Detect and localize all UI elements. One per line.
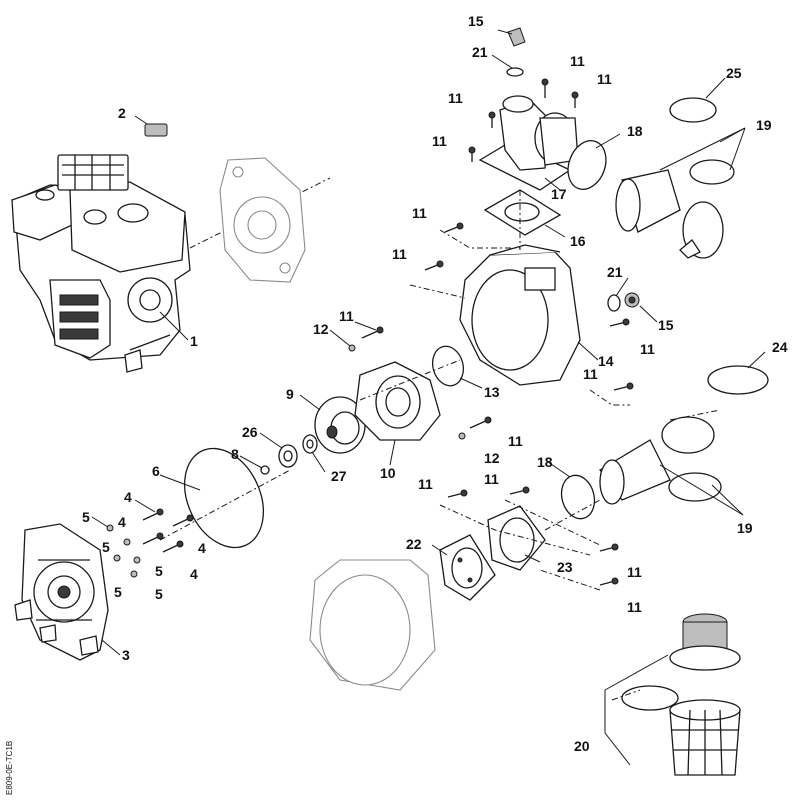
engine-assembly — [11, 154, 191, 373]
callout-11: 11 — [640, 341, 655, 357]
check-valve-22 — [439, 534, 496, 601]
suction-flange-23 — [487, 505, 546, 571]
callout-11: 15 — [468, 13, 484, 29]
callout-4: 4 — [124, 489, 132, 505]
callout-23: 23 — [557, 559, 573, 575]
callout-19: 19 — [756, 117, 772, 133]
callout-24: 24 — [772, 339, 788, 355]
pump-body-outline — [309, 559, 436, 691]
o-ring-8 — [260, 465, 270, 475]
callout-11: 11 — [432, 133, 447, 149]
cap-15-top — [507, 27, 526, 47]
callout-11: 11 — [448, 90, 463, 106]
callout-5: 5 — [114, 584, 122, 600]
callout-22: 22 — [406, 536, 422, 552]
assembly-dashed-lines — [159, 190, 721, 701]
seal-ring-27 — [302, 434, 318, 454]
callout-20: 20 — [574, 738, 590, 754]
callout-4: 4 — [198, 540, 206, 556]
drain-plug-15-side — [624, 292, 640, 308]
callout-11: 11 — [484, 471, 499, 487]
o-ring-6 — [184, 447, 264, 549]
callout-5: 5 — [102, 539, 110, 555]
callout-12: 12 — [484, 450, 500, 466]
callout-5: 5 — [155, 563, 163, 579]
callout-16: 16 — [570, 233, 586, 249]
pump-cover-housing — [14, 523, 109, 661]
hose-clamp-20 — [621, 685, 679, 711]
callout-4: 4 — [118, 514, 126, 530]
mechanical-seal-26 — [278, 444, 298, 468]
callout-11: 11 — [339, 308, 354, 324]
flange-bolts — [447, 486, 619, 586]
callout-19: 19 — [737, 520, 753, 536]
callout-11: 11 — [392, 246, 407, 262]
callout-21: 21 — [472, 44, 488, 60]
callout-11: 11 — [412, 205, 427, 221]
o-ring-13 — [431, 345, 465, 387]
hose-fitting-19-top — [615, 169, 724, 259]
gasket-16 — [483, 189, 562, 236]
washer-21-side — [607, 294, 621, 312]
washers-5 — [106, 524, 141, 578]
impeller-9 — [314, 396, 366, 454]
callout-26: 26 — [242, 424, 258, 440]
callout-11: 11 — [570, 53, 585, 69]
callout-11: 11 — [597, 71, 612, 87]
volute-case-10 — [354, 361, 441, 441]
callout-15: 15 — [658, 317, 674, 333]
callout-18: 18 — [537, 454, 553, 470]
callout-3: 3 — [122, 647, 130, 663]
callout-11: 11 — [627, 564, 642, 580]
mounting-flange-outline — [219, 157, 306, 283]
hose-clamp-19-top — [689, 159, 735, 185]
callout-5: 5 — [82, 509, 90, 525]
callout-11: 11 — [418, 476, 433, 492]
washer-21-top — [506, 67, 524, 77]
callout-25: 25 — [726, 65, 742, 81]
callout-17: 17 — [551, 186, 567, 202]
callout-numbers: 1 2 3 4 4 4 4 5 5 5 5 5 6 8 9 10 15 11 1… — [82, 13, 788, 754]
callout-13: 13 — [484, 384, 500, 400]
leader-lines — [91, 29, 766, 766]
callout-11: 11 — [627, 599, 642, 615]
pump-casing-14 — [459, 244, 581, 386]
callout-14: 14 — [598, 353, 614, 369]
callout-6: 6 — [152, 463, 160, 479]
callout-21: 21 — [607, 264, 623, 280]
gasket-18-bottom — [560, 474, 596, 520]
hose-clamp-24 — [707, 365, 769, 395]
volute-fasteners — [348, 326, 492, 440]
elbow-bolts — [468, 78, 579, 162]
callout-18: 18 — [627, 123, 643, 139]
side-reference-code: E809-0E-TC1B — [5, 741, 14, 795]
callout-27: 27 — [331, 468, 347, 484]
callout-2: 2 — [118, 105, 126, 121]
discharge-elbow-17 — [478, 95, 579, 191]
gasket-18-top — [567, 140, 607, 190]
callout-11: 11 — [583, 366, 598, 382]
label-decal-part — [144, 123, 168, 137]
callout-5: 5 — [155, 586, 163, 602]
strainer-20 — [669, 613, 741, 776]
bolts-4 — [142, 508, 194, 553]
callout-10: 10 — [380, 465, 396, 481]
callout-8: 8 — [231, 446, 239, 462]
callout-12: 12 — [313, 321, 329, 337]
callout-9: 9 — [286, 386, 294, 402]
callout-4: 4 — [190, 566, 198, 582]
callout-11: 11 — [508, 433, 523, 449]
casing-side-bolts — [424, 222, 634, 391]
hose-clamp-25 — [669, 97, 717, 123]
callout-1: 1 — [190, 333, 198, 349]
